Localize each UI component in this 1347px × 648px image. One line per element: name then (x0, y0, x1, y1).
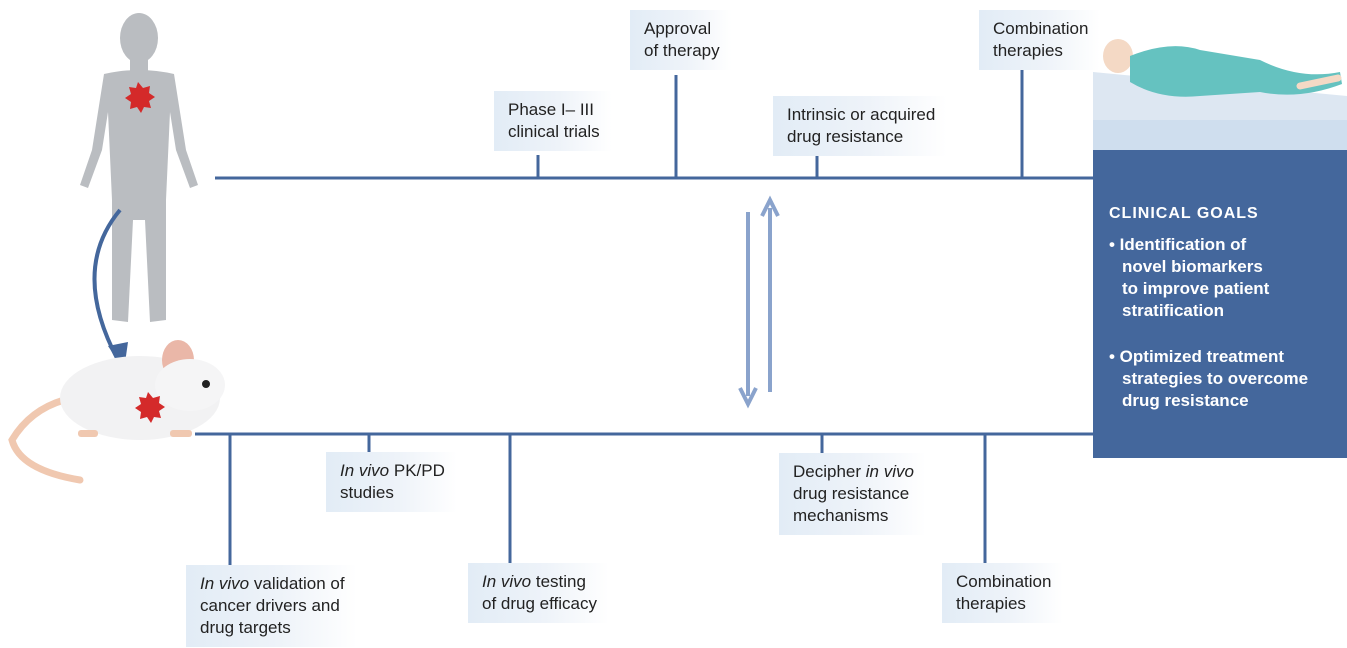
label-pkpd-em: In vivo (340, 461, 390, 480)
label-resistance-line1: Intrinsic or acquired (787, 105, 936, 124)
label-validation-line3: drug targets (200, 618, 291, 637)
label-pre-combo-line2: therapies (956, 594, 1026, 613)
label-decipher-line3: mechanisms (793, 506, 889, 525)
label-pkpd: In vivo PK/PD studies (326, 452, 457, 512)
label-clinical-combination: Combination therapies (979, 10, 1101, 70)
tumor-icon (125, 82, 155, 113)
label-approval-line1: Approval (644, 19, 712, 38)
goal-item-treatment: • Optimized treatment strategies to over… (1109, 347, 1309, 410)
label-testing-rest: testing (531, 572, 586, 591)
label-approval-line2: of therapy (644, 41, 720, 60)
clinical-goals-title: CLINICAL GOALS (1109, 205, 1259, 222)
timeline-arrow-notch (1093, 150, 1133, 190)
label-validation-line2: cancer drivers and (200, 596, 340, 615)
label-drug-resistance: Intrinsic or acquired drug resistance (773, 96, 948, 156)
label-resistance-line2: drug resistance (787, 127, 904, 146)
label-decipher: Decipher in vivo drug resistance mechani… (779, 453, 926, 535)
label-clin-combo-line2: therapies (993, 41, 1063, 60)
human-to-mouse-arrow (92, 208, 122, 361)
label-decipher-pre: Decipher (793, 462, 866, 481)
label-preclinical-combination: Combination therapies (942, 563, 1064, 623)
label-phase-line2: clinical trials (508, 122, 600, 141)
patient-in-bed-icon (1093, 39, 1347, 150)
translation-arrows (738, 195, 780, 409)
label-approval: Approval of therapy (630, 10, 732, 70)
label-phase-trials: Phase I– III clinical trials (494, 91, 612, 151)
label-decipher-line2: drug resistance (793, 484, 910, 503)
label-pre-combo-line1: Combination (956, 572, 1052, 591)
label-phase-line1: Phase I– III (508, 100, 594, 119)
label-pkpd-rest: PK/PD (389, 461, 445, 480)
preclinical-timeline (195, 422, 1117, 565)
label-validation: In vivo validation of cancer drivers and… (186, 565, 357, 647)
clinical-timeline (215, 65, 1117, 190)
label-clin-combo-line1: Combination (993, 19, 1089, 38)
label-pkpd-line2: studies (340, 483, 394, 502)
label-testing: In vivo testing of drug efficacy (468, 563, 609, 623)
label-testing-line2: of drug efficacy (482, 594, 597, 613)
label-testing-em: In vivo (482, 572, 532, 591)
goal-item-biomarkers: • Identification of novel biomarkers to … (1109, 235, 1270, 320)
human-silhouette-icon (80, 13, 198, 322)
label-decipher-em: in vivo (865, 462, 914, 481)
clinical-goals-panel: CLINICAL GOALS • Identification of novel… (1093, 150, 1347, 458)
label-validation-em: In vivo (200, 574, 250, 593)
mouse-icon (8, 340, 225, 484)
label-validation-rest: validation of (249, 574, 345, 593)
